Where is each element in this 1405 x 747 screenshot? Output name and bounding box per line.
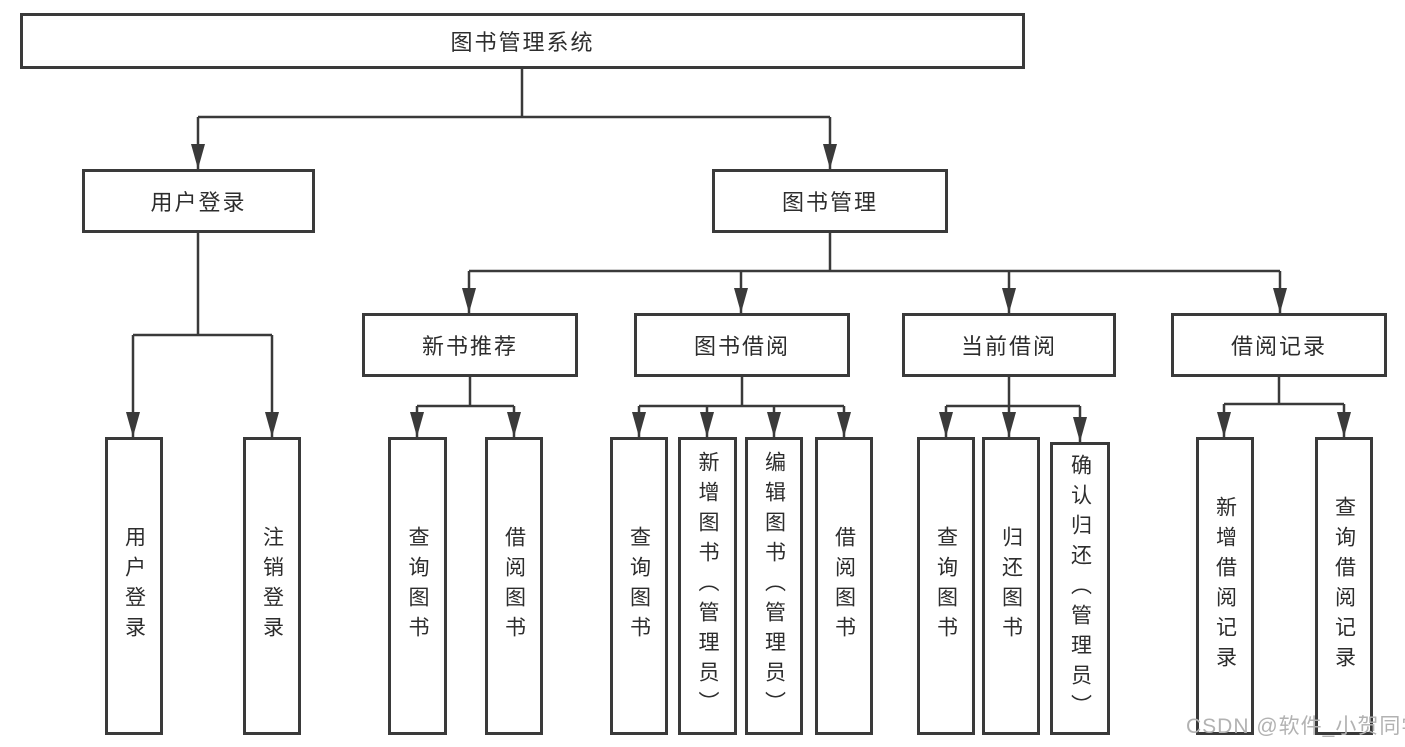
leaf-user-login: 用户登录 [105, 437, 163, 735]
node-root-label: 图书管理系统 [450, 30, 595, 55]
leaf-current-return-books: 归还图书 [982, 437, 1040, 735]
leaf-records-add-record: 新增借阅记录 [1196, 437, 1254, 735]
leaf-newbook-query-books: 查询图书 [388, 437, 447, 735]
leaf-borrow-borrow-books: 借阅图书 [815, 437, 873, 735]
node-book-management-label: 图书管理 [781, 190, 878, 215]
node-current-borrow-label: 当前借阅 [960, 334, 1057, 359]
leaf-records-query-record: 查询借阅记录 [1315, 437, 1373, 735]
node-user-login-label: 用户登录 [150, 190, 247, 215]
node-new-book-recommend: 新书推荐 [362, 313, 578, 377]
node-root-system: 图书管理系统 [20, 13, 1025, 69]
node-new-book-recommend-label: 新书推荐 [421, 334, 518, 359]
node-book-borrow-label: 图书借阅 [693, 334, 790, 359]
leaf-borrow-edit-books-admin: 编辑图书（管理员） [745, 437, 803, 735]
leaf-logout: 注销登录 [243, 437, 301, 735]
node-borrow-records-label: 借阅记录 [1230, 334, 1327, 359]
leaf-newbook-borrow-books: 借阅图书 [485, 437, 543, 735]
csdn-watermark: CSDN @软件_小贺同学 [1186, 715, 1405, 738]
node-user-login: 用户登录 [82, 169, 315, 233]
leaf-current-confirm-return-admin: 确认归还（管理员） [1050, 442, 1110, 735]
node-book-management: 图书管理 [712, 169, 948, 233]
leaf-current-query-books: 查询图书 [917, 437, 975, 735]
node-borrow-records: 借阅记录 [1171, 313, 1387, 377]
leaf-borrow-add-books-admin: 新增图书（管理员） [678, 437, 737, 735]
node-current-borrow: 当前借阅 [902, 313, 1116, 377]
node-book-borrow: 图书借阅 [634, 313, 850, 377]
leaf-borrow-query-books: 查询图书 [610, 437, 668, 735]
